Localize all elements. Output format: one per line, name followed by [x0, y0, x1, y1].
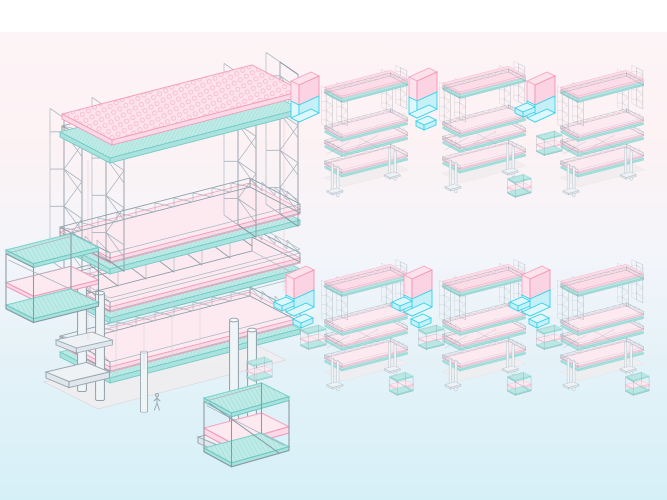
variant-shelf-3[interactable] — [536, 130, 563, 156]
key-panel-2[interactable] — [408, 67, 438, 131]
variant-cabinet-4[interactable] — [389, 372, 414, 396]
scale-figure-person — [153, 393, 161, 411]
variant-module-6[interactable] — [536, 259, 650, 396]
right-cabinet-module[interactable] — [203, 382, 290, 468]
left-shelf-module[interactable] — [5, 233, 100, 324]
variant-module-4[interactable] — [300, 259, 414, 396]
variant-module-5[interactable] — [418, 259, 532, 396]
variant-shelf-6[interactable] — [536, 324, 563, 350]
variant-shelf-4[interactable] — [300, 324, 327, 350]
variant-module-2[interactable] — [439, 61, 532, 198]
key-panel-1[interactable] — [290, 71, 320, 123]
variant-module-1[interactable] — [321, 65, 408, 196]
variant-cabinet-5[interactable] — [507, 372, 532, 396]
variant-cabinet-6[interactable] — [625, 372, 650, 396]
variant-cabinet-2[interactable] — [507, 174, 532, 198]
variant-shelf-5[interactable] — [418, 324, 445, 350]
primary-structure[interactable] — [5, 51, 303, 468]
module-key-panels — [273, 67, 556, 329]
